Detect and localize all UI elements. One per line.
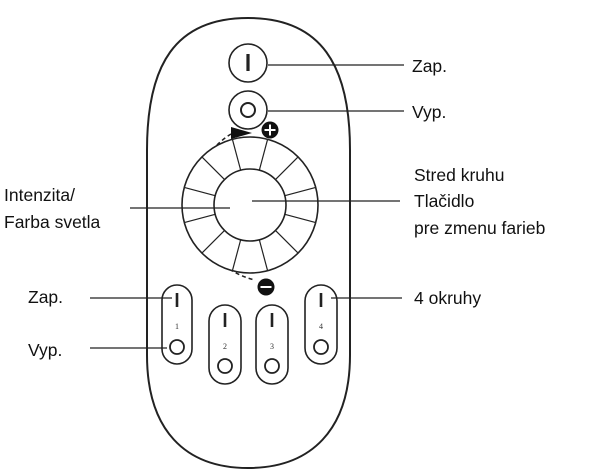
wheel-segment-divider [275,156,299,180]
zone-number: 3 [270,342,274,351]
wheel-segment-divider [284,213,316,224]
label-pre-zmenu-farieb: pre zmenu farieb [414,218,545,238]
off-icon [313,339,329,355]
plus-icon[interactable] [261,121,279,139]
label-zap-left: Zap. [28,287,63,307]
wheel-segment-divider [258,239,269,271]
wheel-segment-divider [201,230,225,254]
wheel-segment-divider [275,230,299,254]
label-tlacidlo: Tlačidlo [414,191,474,211]
off-icon [169,339,185,355]
label-stred-kruhu: Stred kruhu [414,165,504,185]
zone-number: 1 [175,322,179,331]
wheel-segment-divider [184,213,216,224]
wheel-center-button[interactable] [213,168,287,242]
wheel-segment-divider [201,156,225,180]
off-icon [217,358,233,374]
master-off-button[interactable] [228,90,268,130]
label-farba-svetla: Farba svetla [4,212,101,232]
zone-number: 2 [223,342,227,351]
zone-button-3[interactable]: 3 [255,304,289,385]
zone-button-1[interactable]: 1 [161,284,193,365]
arc-arrowhead [231,127,252,139]
zone-button-2[interactable]: 2 [208,304,242,385]
label-zap-top: Zap. [412,56,447,76]
zone-button-4[interactable]: 4 [304,284,338,365]
wheel-segment-divider [258,139,269,171]
off-icon [264,358,280,374]
label-vyp-left: Vyp. [28,340,62,360]
label-vyp-top: Vyp. [412,102,446,122]
off-icon [240,102,256,118]
master-on-button[interactable] [228,43,268,83]
minus-icon[interactable] [257,278,275,296]
wheel-segment-divider [231,139,242,171]
label-intenzita: Intenzita/ [4,185,75,205]
wheel-segment-divider [284,186,316,197]
wheel-segment-divider [231,239,242,271]
label-4-okruhy: 4 okruhy [414,288,481,308]
wheel-segment-divider [184,186,216,197]
zone-number: 4 [319,322,323,331]
